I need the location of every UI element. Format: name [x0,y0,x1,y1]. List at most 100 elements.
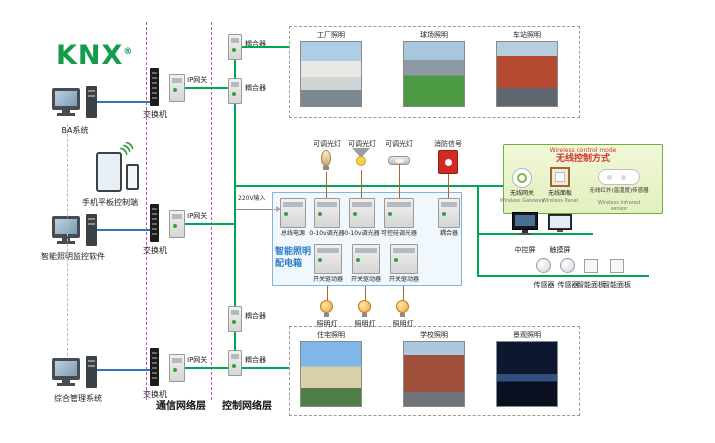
fire-signal-icon [438,150,458,174]
caption-factory-lighting: 工厂照明 [317,31,345,39]
tablet-phone-group: ))) [96,139,148,198]
switch-actuator-module-icon [390,244,418,274]
label-management-system: 综合管理系统 [54,394,102,403]
dimmable-lamp-icon [388,156,410,165]
ip-gateway-icon [169,354,185,382]
photo-landscape-lighting [496,341,558,407]
knx-drop-line [477,185,479,277]
computer-icon [52,356,98,392]
registered-mark: ® [123,47,134,57]
bus-power-module-icon [280,198,306,228]
label-wireless-sensor-en: Wireless infrared sensor [597,200,641,212]
label-dimmable-lamp-3: 可调光灯 [385,140,413,148]
label-cabinet-coupler: 耦合器 [439,230,458,237]
power-line [236,209,276,210]
photo-factory-lighting [300,41,362,107]
ctrl-layer-line [211,22,212,400]
label-dimmer-1: 0-10v调光器 [309,230,345,237]
label-fire-signal: 消防信号 [434,140,462,148]
load-wire [326,172,327,198]
wifi-icon: ))) [117,139,136,158]
label-smart-panel-1: 智能面板 [577,281,605,289]
dimmable-lamp-icon [352,148,370,170]
load-wire [403,286,404,300]
knx-line [242,46,289,48]
caption-residential-lighting: 住宅照明 [317,331,345,339]
label-communication-layer: 通信网络层 [156,401,206,412]
coupler-icon [228,306,242,332]
label-coupler: 耦合器 [245,356,266,364]
label-switch-actuator-3: 开关驱动器 [388,276,419,283]
monitor-icon [52,216,80,238]
cabinet-name-line1: 智能照明 [275,247,312,257]
tower-icon [86,86,97,118]
label-power-input: 220V输入 [238,195,266,202]
ip-gateway-icon [169,210,185,238]
knx-line [185,87,228,89]
lamp-icon [358,300,371,317]
lamp-icon [320,300,333,317]
caption-school-lighting: 学校照明 [420,331,448,339]
left-chain-line [67,124,68,356]
caption-station-lighting: 车站照明 [513,31,541,39]
label-wireless-panel-cn: 无线面板 [547,190,572,197]
tablet-icon [96,152,122,192]
switch-actuator-module-icon [352,244,380,274]
coupler-icon [228,34,242,60]
label-dimmable-lamp-1: 可调光灯 [313,140,341,148]
monitor-icon [52,358,80,380]
label-sensor-2: 传感器 [557,281,579,289]
label-wireless-gateway-cn: 无线网关 [509,190,534,197]
coupler-icon [228,78,242,104]
knx-branch-line [477,233,593,235]
dimmable-lamp-icon [321,150,333,172]
label-wireless-sensor-cn: 无线红外(温湿度)传感器 [589,188,649,194]
wireless-gateway-icon [512,168,534,190]
coupler-module-icon [438,198,460,228]
scr-dimmer-module-icon [384,198,414,228]
load-wire [399,165,400,198]
label-ip-gateway: IP网关 [187,212,208,220]
ethernet-line [97,101,151,103]
load-wire [327,286,328,300]
label-coupler: 耦合器 [245,312,266,320]
touch-screen-icon [548,214,572,234]
comm-layer-line [146,22,147,400]
label-wireless-gateway-en: Wireless Gateway [499,198,545,204]
label-lighting-software: 智能照明监控软件 [41,252,105,261]
label-smart-panel-2: 智能面板 [603,281,631,289]
network-switch-icon [150,204,159,242]
photo-station-lighting [496,41,558,107]
label-coupler: 耦合器 [245,40,266,48]
tower-icon [86,214,97,246]
wireless-panel-icon [550,167,572,189]
photo-stadium-lighting [403,41,465,107]
label-mobile-control: 手机平板控制端 [82,198,138,207]
label-ba-system: BA系统 [61,126,89,135]
label-lamp-1: 照明灯 [316,320,338,328]
network-switch-icon [150,68,159,106]
knx-line [185,367,228,369]
label-coupler: 耦合器 [245,84,266,92]
label-central-screen: 中控屏 [514,246,536,254]
monitor-icon [52,88,80,110]
label-lamp-2: 照明灯 [354,320,376,328]
knx-bus-line [234,36,236,374]
label-lamp-3: 照明灯 [392,320,414,328]
knx-logo-text: KNX [56,40,124,71]
label-ip-gateway: IP网关 [187,356,208,364]
load-wire [448,174,449,198]
label-sensor-1: 传感器 [533,281,555,289]
cabinet-name-line2: 配电箱 [275,259,303,269]
caption-landscape-lighting: 景观照明 [513,331,541,339]
load-wire [361,170,362,198]
sensor-icon [560,258,575,273]
label-switch: 交换机 [143,110,167,119]
caption-stadium-lighting: 球场照明 [420,31,448,39]
sensor-icon [536,258,551,273]
knx-line [185,223,235,225]
phone-icon [126,164,139,190]
label-control-layer: 控制网络层 [222,401,272,412]
label-scr-dimmer: 可控硅调光器 [380,230,417,237]
